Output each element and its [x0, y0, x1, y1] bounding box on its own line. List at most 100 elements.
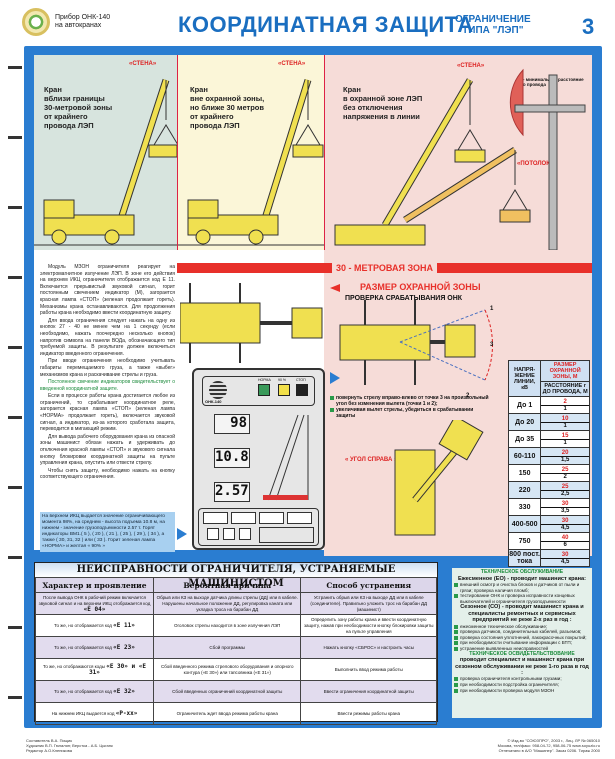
- label-line: провода ЛЭП: [190, 121, 240, 130]
- mode-selector[interactable]: [259, 527, 314, 543]
- symptom-cell: На нижнем ИКЦ выдается код «Р-хх»: [35, 702, 154, 725]
- limit-button[interactable]: [231, 512, 256, 524]
- maintenance-item: проверка состояния уплотнений, лакокрасо…: [454, 635, 590, 641]
- fault-row: То же, но отображаются коды «Е 30» и «Е …: [35, 658, 437, 681]
- zone-value: 20: [541, 450, 589, 457]
- seasonal-title: Сезонное (СО) - проводит машинист крана …: [460, 604, 584, 624]
- wall-label: «СТЕНА»: [129, 61, 157, 67]
- limit-button[interactable]: [287, 512, 312, 524]
- label-line: Кран: [190, 85, 208, 94]
- col-r: РАССТОЯНИЕ r ДО ПРОВОДА, М: [540, 381, 590, 397]
- crane-powerline-illustration: [334, 68, 586, 250]
- limit-button[interactable]: [259, 512, 284, 524]
- zone-value: 30: [541, 552, 589, 559]
- r-value: 3,5: [560, 507, 570, 514]
- light-button[interactable]: [207, 528, 219, 540]
- symptom-cell: После вывода ОНК в рабочий режим включае…: [35, 592, 154, 615]
- label-line: от крайнего: [44, 112, 88, 121]
- lamp-label-90: 90 %: [278, 378, 286, 382]
- r-value: 2: [563, 473, 567, 480]
- col-symptom: Характер и проявление: [35, 577, 154, 593]
- col-voltage: НАПРЯ-ЖЕНИЕ ЛИНИИ, кВ: [507, 360, 542, 397]
- point-2: 2: [466, 393, 470, 399]
- crane-topview-check: [339, 300, 493, 385]
- credit-line: Составитель В.А. Пищик: [26, 738, 72, 743]
- paragraph: Если в процессе работы крана достигается…: [40, 393, 175, 433]
- pointer-arrow-icon: [330, 372, 340, 384]
- voltage-cell: 150: [507, 464, 542, 482]
- col-cause: Вероятная причина: [152, 577, 302, 593]
- maintenance-item: ежесменное техническое обслуживание;: [454, 624, 590, 630]
- maintenance-item: внешний осмотр и очистка блоков и датчик…: [454, 582, 590, 593]
- fix-cell: Выполнить ввод режима работы: [300, 658, 437, 681]
- subtitle-line2: ТИПА "ЛЭП": [462, 25, 524, 36]
- fix-cell: Определить зону работы крана и ввести ко…: [300, 614, 437, 637]
- voltage-cell: До 1: [507, 396, 542, 414]
- binding-strip: [0, 46, 24, 728]
- voltage-cell: 400-500: [507, 515, 542, 533]
- maintenance-item: устранение выявленных неисправностей: [454, 646, 590, 652]
- voltage-cell: До 20: [507, 413, 542, 431]
- fault-row: То же, но отображается код «Е 32»Сбой вв…: [35, 680, 437, 703]
- angle-label: « УГОЛ СПРАВА »: [345, 457, 398, 463]
- zone-value: 25: [541, 467, 589, 474]
- panel-top: ОНК-140 НОРМА 90 % СТОП: [202, 376, 315, 406]
- description-text: Модуль МЗОН ограничителя реагирует на эл…: [40, 264, 175, 482]
- page-subtitle: ОГРАНИЧЕНИЕ ТИПА "ЛЭП": [455, 14, 531, 36]
- label-line: в охранной зоне ЛЭП: [343, 94, 423, 103]
- label-line: 30-метровой зоны: [44, 103, 113, 112]
- scene-label-1: Кран вблизи границы 30-метровой зоны от …: [44, 85, 112, 130]
- voltage-cell: 220: [507, 481, 542, 499]
- zone-value: 40: [541, 535, 589, 542]
- crane-indicator-diagram: [263, 414, 309, 501]
- publisher-info: © Изд-во "СОЮЗПРО", 2003 г., Лиц. ЛР № 0…: [420, 738, 600, 753]
- label-line: Кран: [343, 85, 361, 94]
- paragraph: Постоянное свечение индикаторов свидетел…: [40, 379, 175, 392]
- sheet-number: 3: [582, 14, 595, 39]
- scene-panel-1: «СТЕНА» Кран вблизи границы 30-метровой …: [34, 55, 177, 250]
- label-line: провода ЛЭП: [44, 121, 94, 130]
- lamp-norma: [258, 384, 270, 396]
- check-instructions: повернуть стрелу вправо-влево от точки 3…: [330, 395, 490, 419]
- clock-button[interactable]: [223, 528, 235, 540]
- r-value: 1: [563, 422, 567, 429]
- lamp-90: [278, 384, 290, 396]
- scene-panel-2: «СТЕНА» Кран вне охранной зоны, но ближе…: [177, 55, 325, 250]
- paragraph: Для вывода рабочего оборудования крана и…: [40, 433, 175, 467]
- maintenance-item: при необходимости подстройка ограничител…: [454, 682, 590, 688]
- instruction-item: повернуть стрелу вправо-влево от точки 3…: [330, 395, 490, 407]
- error-code: «Е 23»: [113, 643, 135, 651]
- wall-label: «СТЕНА»: [278, 61, 306, 67]
- cause-cell: Оголовок стрелы находится в зоне излучен…: [152, 614, 302, 637]
- fix-cell: Ввести режимы работы крана: [300, 702, 437, 725]
- publisher-line: Москва, тел/факс: 958-04-72, 958-06-75 w…: [497, 743, 600, 748]
- crane-topview-rotated: [394, 420, 484, 536]
- faults-table-section: НЕИСПРАВНОСТИ ОГРАНИЧИТЕЛЯ, УСТРАНЯЕМЫЕ …: [34, 562, 438, 725]
- symptom-cell: То же, но отображаются коды «Е 30» и «Е …: [35, 658, 154, 681]
- maintenance-item: при необходимости считывание информации …: [454, 640, 590, 646]
- subtitle-line1: ОГРАНИЧЕНИЕ: [455, 14, 531, 25]
- publisher-line: © Изд-во "СОЮЗПРО", 2003 г., Лиц. ЛР № 0…: [507, 738, 600, 743]
- reset-button[interactable]: [239, 528, 251, 540]
- zone-30m-bar: 30 - МЕТРОВАЯ ЗОНА: [177, 263, 592, 273]
- zone-value: 2: [541, 399, 589, 406]
- limit-button[interactable]: [203, 512, 228, 524]
- error-code: «Е 11»: [113, 621, 135, 629]
- credit-line: Художник В.П. Гюлалян; Верстка - А.Б. Цы…: [26, 743, 113, 748]
- display-info-box: На верхнем ИКЦ выдается значение огранич…: [40, 512, 175, 552]
- fix-cell: Ввести ограничения координатной защиты: [300, 680, 437, 703]
- credits: Составитель В.А. Пищик Художник В.П. Гюл…: [26, 738, 113, 753]
- paragraph: Чтобы снять защиту, необходимо нажать на…: [40, 467, 175, 481]
- fault-row: То же, но отображается код «Е 23»Сбой пр…: [35, 636, 437, 659]
- r-value: 4,5: [560, 558, 570, 565]
- r-value: 1: [563, 439, 567, 446]
- device-line1: Прибор ОНК-140: [55, 14, 111, 21]
- daily-title: Ежесменное (ЕО) - проводит машинист кран…: [457, 575, 587, 582]
